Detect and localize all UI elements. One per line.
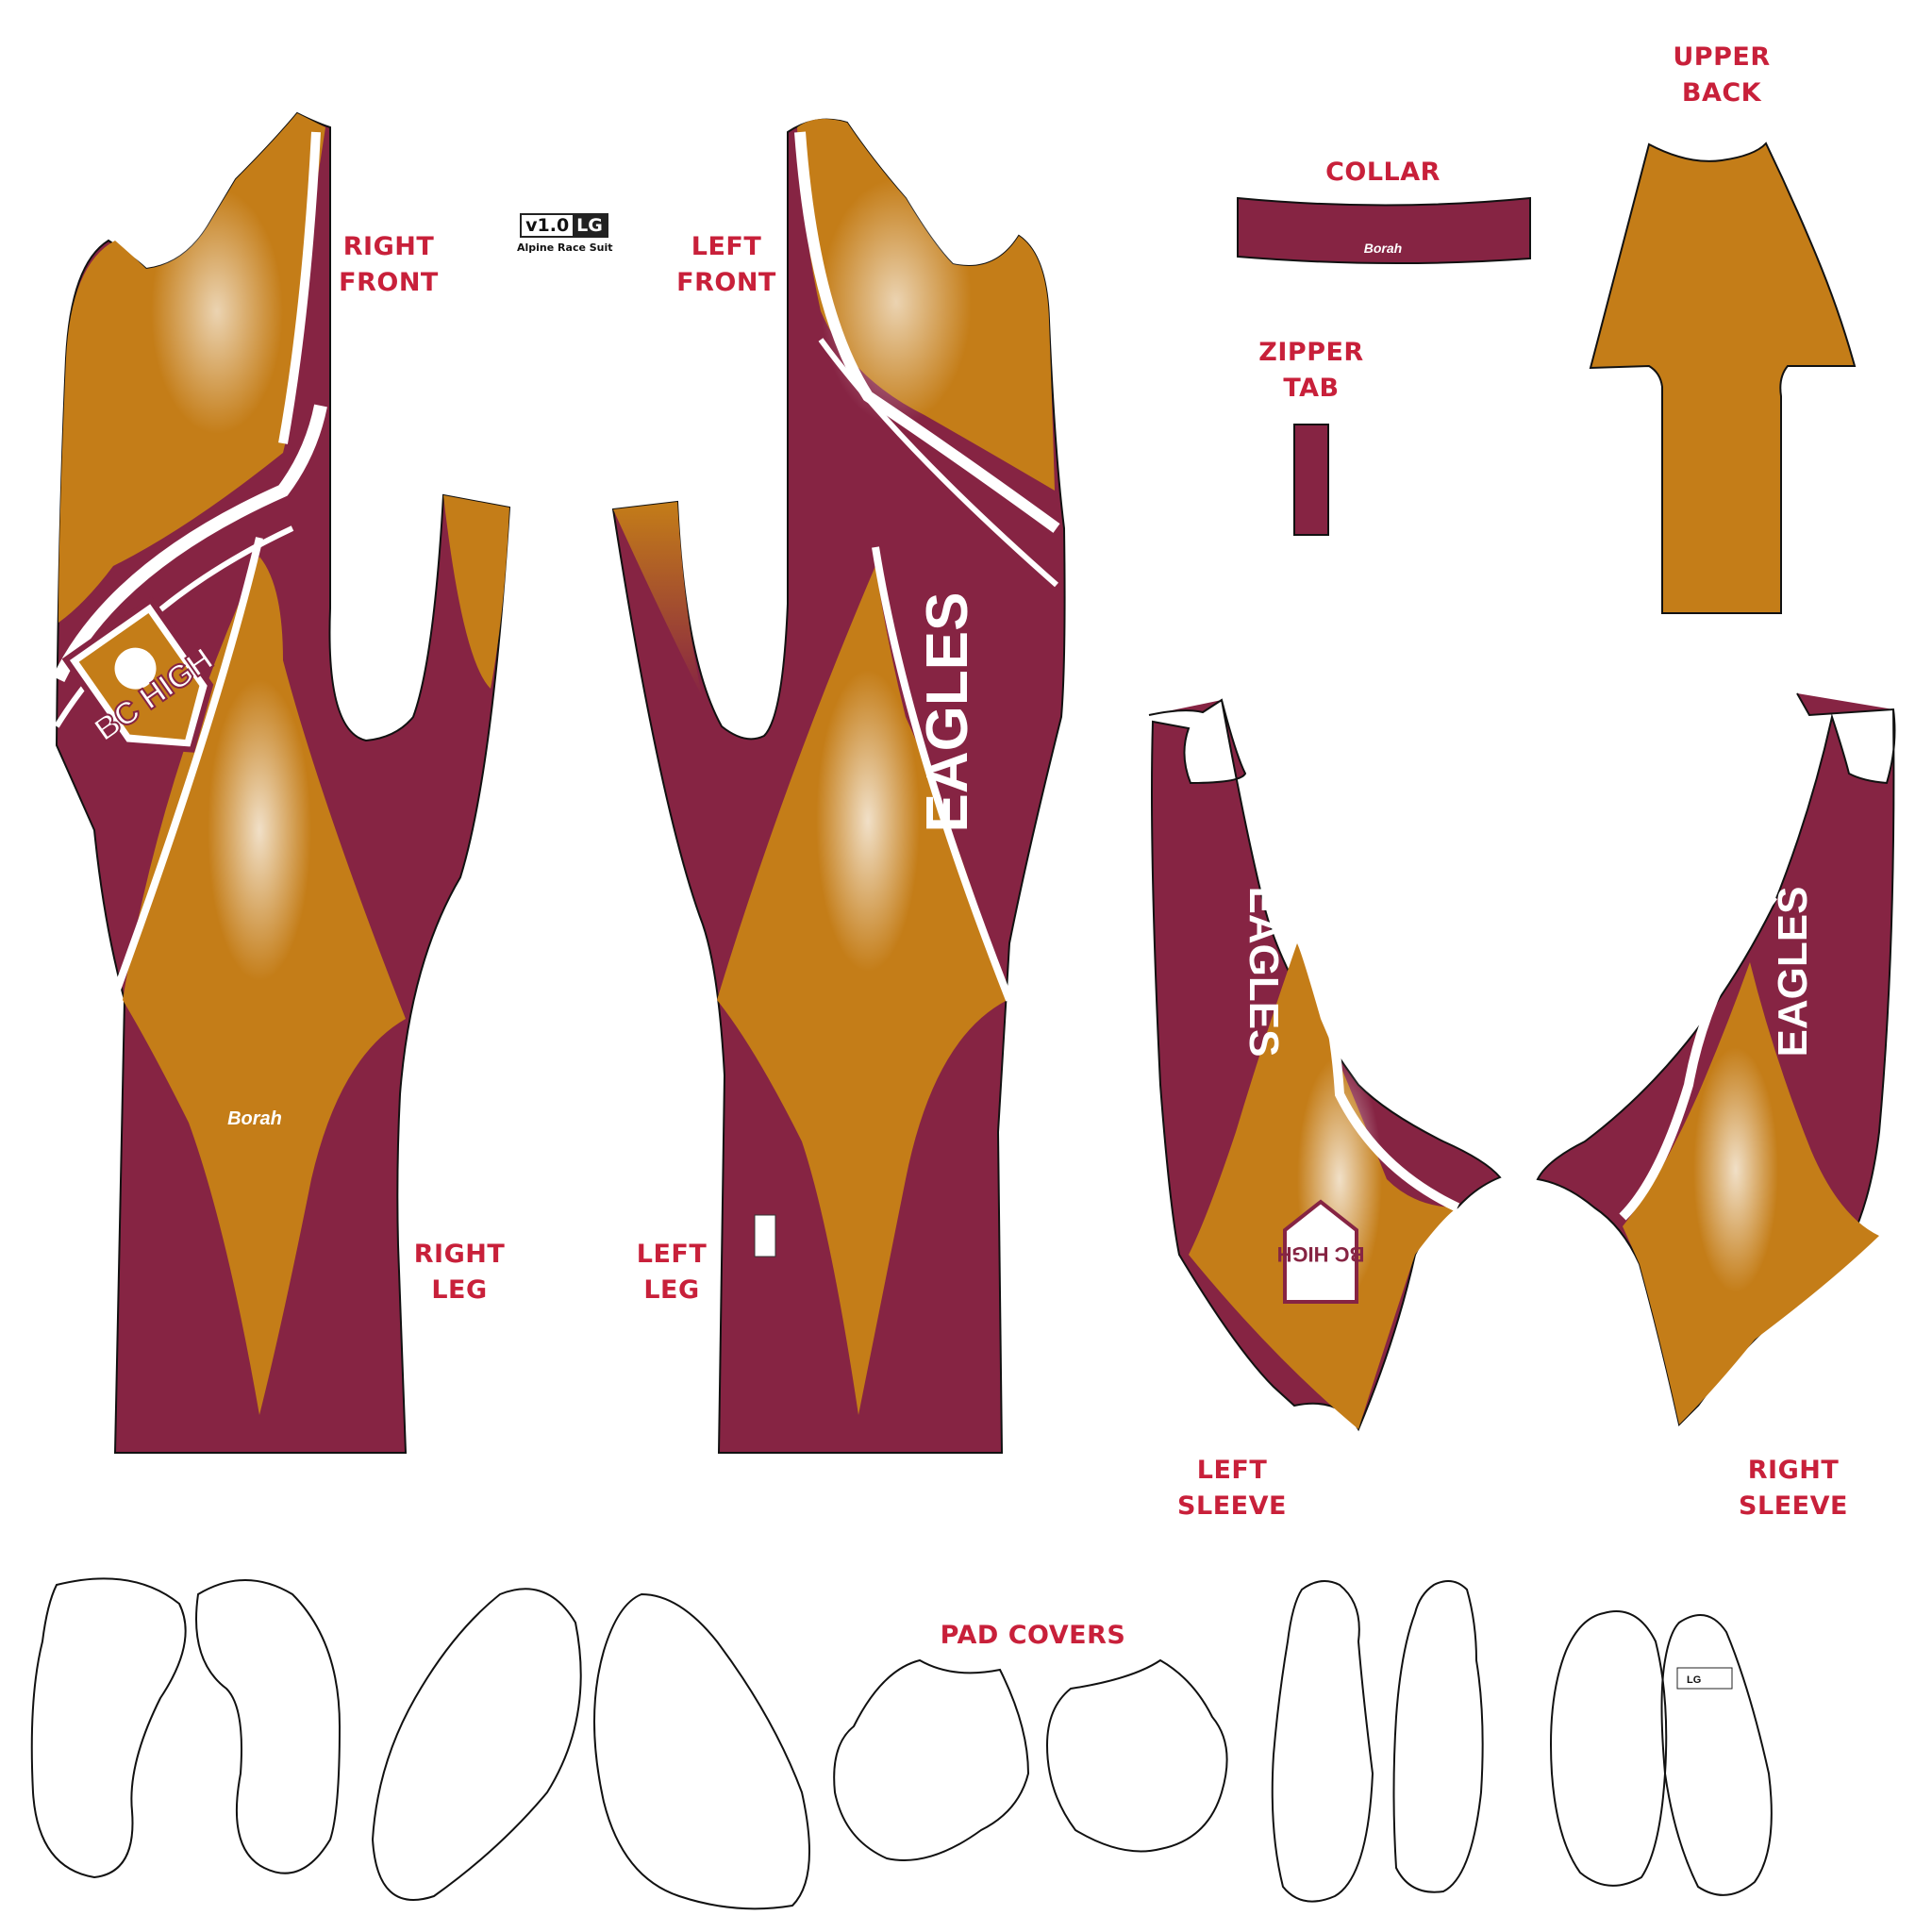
label-collar: COLLAR [1325, 158, 1441, 187]
right-front-leg-panel: BC HIGH Borah [52, 111, 511, 1454]
pad-size-tag-text: LG [1687, 1674, 1701, 1686]
pad-cover-3 [371, 1588, 582, 1901]
certification-tag [754, 1214, 776, 1257]
badge-caption: Alpine Race Suit [517, 242, 613, 254]
pad-cover-1 [30, 1577, 187, 1879]
pad-cover-2 [195, 1579, 341, 1874]
left-sleeve-panel: EAGLES BC HIGH [1148, 698, 1502, 1432]
logo-text-sleeve: BC HIGH [1277, 1242, 1365, 1266]
label-pad-covers: PAD COVERS [940, 1621, 1126, 1650]
pad-cover-10 [1660, 1614, 1773, 1896]
pad-cover-5 [833, 1658, 1030, 1861]
brand-mark-collar: Borah [1364, 241, 1402, 256]
bc-high-logo-sleeve: BC HIGH [1277, 1199, 1365, 1304]
zipper-tab-panel [1293, 424, 1329, 536]
brand-mark-right: Borah [227, 1108, 282, 1129]
pad-covers [30, 1577, 1773, 1910]
pad-cover-8 [1392, 1580, 1484, 1893]
right-sleeve-panel: EAGLES [1536, 692, 1896, 1426]
left-front-leg-panel: EAGLES [611, 118, 1066, 1454]
upper-back-panel [1589, 142, 1857, 614]
pad-cover-4 [593, 1592, 810, 1910]
pad-cover-9 [1550, 1610, 1668, 1887]
eagles-text-right-sleeve: EAGLES [1770, 887, 1816, 1058]
collar-panel: Borah [1237, 196, 1531, 265]
eagles-text-left-front: EAGLES [915, 592, 980, 833]
eagles-text-left-sleeve: EAGLES [1241, 887, 1287, 1058]
pad-cover-7 [1271, 1580, 1374, 1903]
bc-high-logo: BC HIGH [61, 595, 221, 753]
pad-size-tag [1676, 1667, 1733, 1690]
pad-cover-6 [1045, 1658, 1228, 1853]
version-badge: v1.0 LG Alpine Race Suit [517, 213, 613, 254]
size-text: LG [573, 215, 607, 236]
version-text: v1.0 [522, 215, 574, 236]
